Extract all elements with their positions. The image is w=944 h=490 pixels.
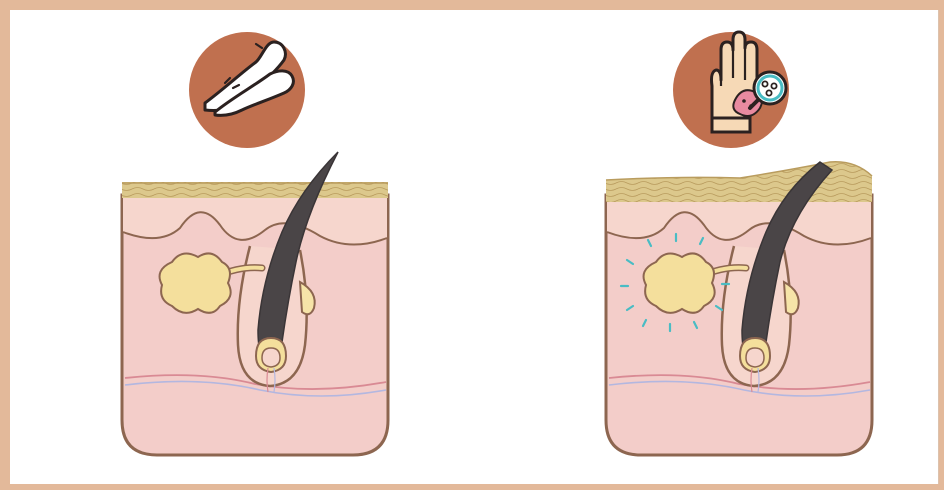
stratum-corneum-layer <box>122 182 388 198</box>
affected-skin-panel <box>606 32 872 455</box>
irritated-sebaceous-gland <box>644 253 715 312</box>
diagram-frame <box>10 10 939 484</box>
hand-skin-inflammation-magnifier-icon <box>673 32 789 148</box>
skin-comparison-diagram <box>10 10 939 484</box>
normal-skin-panel <box>122 32 388 455</box>
smooth-legs-icon <box>189 32 305 148</box>
skin-cross-section-affected <box>606 162 872 455</box>
skin-cross-section-normal <box>122 152 388 455</box>
sebaceous-gland <box>160 253 231 312</box>
thickened-stratum-corneum-layer <box>606 162 872 202</box>
